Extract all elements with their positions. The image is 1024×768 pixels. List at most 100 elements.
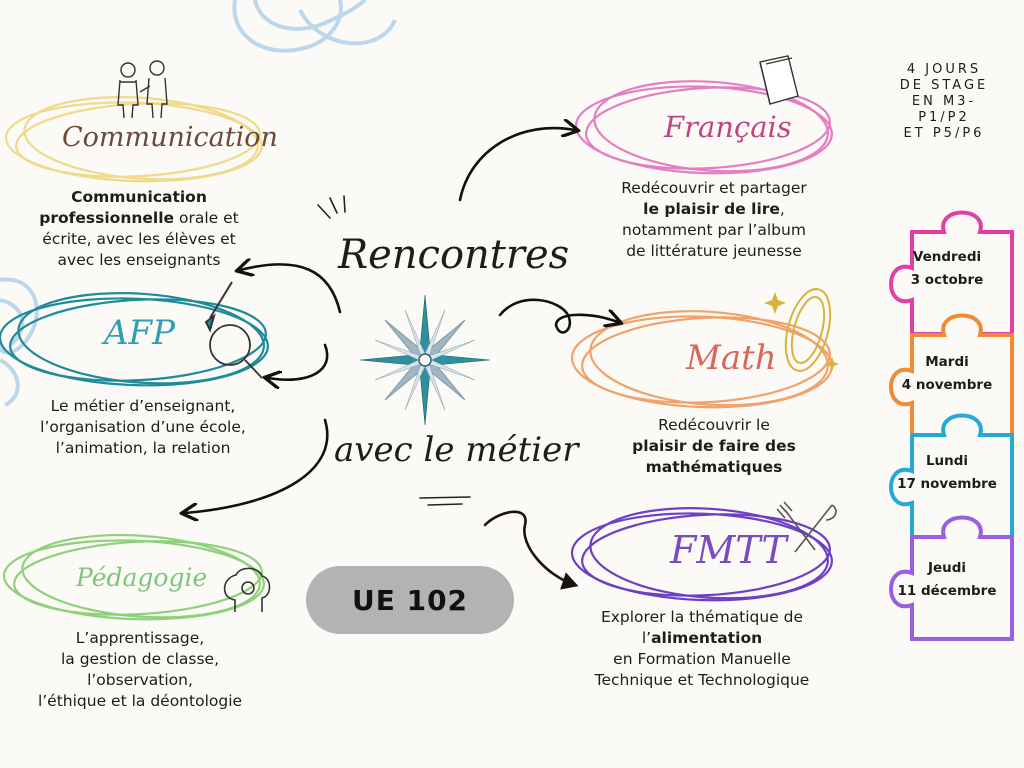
ring-stroke	[0, 297, 269, 387]
ring-stroke	[15, 102, 261, 178]
arrow-to-math	[498, 298, 618, 334]
ring-stroke	[9, 298, 267, 382]
node-description-math: Redécouvrir le plaisir de faire des mathém…	[606, 415, 822, 478]
description-run: le plaisir de lire	[643, 200, 780, 218]
description-line: de littérature jeunesse	[594, 241, 834, 262]
description-run: ,	[779, 200, 785, 218]
description-run: la gestion de classe,	[60, 650, 220, 668]
description-run: alimentation	[651, 629, 763, 647]
ring-stroke	[17, 291, 265, 385]
date-date: 17 novembre	[897, 476, 997, 492]
description-line: le plaisir de lire,	[594, 199, 834, 220]
arrow-to-pedagogie	[185, 418, 329, 513]
compass-rose-icon	[359, 294, 491, 426]
description-run: de littérature jeunesse	[626, 242, 802, 260]
description-line: la gestion de classe,	[14, 649, 266, 670]
description-run: plaisir de faire des	[632, 437, 796, 455]
stage-line: EN M3-	[911, 94, 977, 109]
description-line: Redécouvrir le	[606, 415, 822, 436]
ring-stroke	[589, 310, 829, 407]
node-title-afp: AFP	[104, 313, 176, 353]
description-run: orale et	[174, 209, 239, 227]
description-line: Explorer la thématique de	[570, 607, 834, 628]
stage-line: DE STAGE	[899, 78, 989, 93]
description-line: Le métier d’enseignant,	[12, 396, 274, 417]
date-item: Lundi 17 novembre	[872, 450, 1022, 496]
node-title-francais: Français	[664, 110, 792, 144]
brain-gear-icon	[223, 567, 271, 612]
node-description-francais: Redécouvrir et partager le plaisir de lir…	[594, 178, 834, 262]
description-run: avec les enseignants	[57, 251, 221, 269]
book-icon	[759, 55, 799, 105]
description-run: Communication	[71, 188, 207, 206]
description-line: avec les enseignants	[20, 250, 258, 271]
center-bottom-word: avec le métier	[334, 430, 579, 470]
ring-stroke	[21, 533, 261, 619]
description-line: L’apprentissage,	[14, 628, 266, 649]
people-icon	[117, 60, 168, 119]
description-run: l’observation,	[87, 671, 193, 689]
ring-stroke	[23, 95, 259, 181]
ring-stroke	[2, 539, 265, 621]
arrow-to-communication	[240, 264, 342, 314]
date-date: 4 novembre	[901, 377, 993, 393]
description-line: l’organisation d’une école,	[12, 417, 274, 438]
node-description-pedagogie: L’apprentissage, la gestion de classe, l’o…	[14, 628, 266, 712]
magnifier-icon	[209, 324, 263, 379]
description-run: Technique et Technologique	[594, 671, 810, 689]
date-day: Vendredi	[912, 249, 982, 265]
date-date: 11 décembre	[897, 583, 997, 599]
afp-ring	[0, 291, 269, 387]
description-run: l’éthique et la déontologie	[37, 692, 243, 710]
paintbrush-icon	[204, 281, 233, 333]
description-run: professionnelle	[39, 209, 175, 227]
description-line: Technique et Technologique	[570, 670, 834, 691]
date-date: 3 octobre	[910, 272, 984, 288]
description-line: en Formation Manuelle	[570, 649, 834, 670]
date-day: Mardi	[925, 354, 969, 370]
ue-badge-label: UE 102	[351, 583, 469, 617]
ring-stroke	[585, 86, 831, 170]
pedagogie-ring	[2, 533, 265, 621]
stage-line: 4 JOURS	[906, 62, 982, 77]
ring-stroke	[570, 512, 833, 602]
background-scribble	[0, 0, 397, 407]
ring-stroke	[589, 507, 829, 600]
description-run: l’animation, la relation	[55, 439, 231, 457]
date-item: Vendredi 3 octobre	[872, 246, 1022, 292]
ring-stroke	[13, 540, 263, 616]
sparkle-icon	[764, 292, 839, 371]
stage-line: ET P5/P6	[903, 126, 985, 141]
communication-ring	[4, 95, 263, 183]
node-title-communication: Communication	[62, 122, 278, 153]
ring-stroke	[4, 101, 263, 183]
description-run: Redécouvrir et partager	[621, 179, 807, 197]
ring-stroke	[593, 80, 829, 173]
description-run: L’apprentissage,	[75, 629, 205, 647]
description-run: notamment par l’album	[622, 221, 806, 239]
description-run: Redécouvrir le	[658, 416, 770, 434]
description-run: Explorer la thématique de	[600, 608, 804, 626]
node-title-fmtt: FMTT	[670, 528, 787, 572]
description-line: plaisir de faire des	[606, 436, 822, 457]
description-line: l’animation, la relation	[12, 438, 274, 459]
description-line: mathématiques	[606, 457, 822, 478]
puzzle-piece	[889, 515, 1014, 641]
date-day: Lundi	[925, 453, 969, 469]
description-line: l’observation,	[14, 670, 266, 691]
ring-stroke	[581, 513, 831, 597]
description-line: professionnelle orale et	[20, 208, 258, 229]
description-run: l’	[641, 629, 652, 647]
arrow-to-fmtt	[483, 510, 579, 590]
node-title-math: Math	[686, 338, 777, 378]
arrow-to-afp	[268, 343, 329, 380]
description-run: écrite, avec les élèves et	[42, 230, 236, 248]
underline-strokes	[419, 496, 471, 506]
description-run: l’organisation d’une école,	[40, 418, 246, 436]
stage-line: P1/P2	[918, 110, 970, 125]
description-line: écrite, avec les élèves et	[20, 229, 258, 250]
description-line: l’alimentation	[570, 628, 834, 649]
calendar-puzzle	[889, 210, 1014, 641]
